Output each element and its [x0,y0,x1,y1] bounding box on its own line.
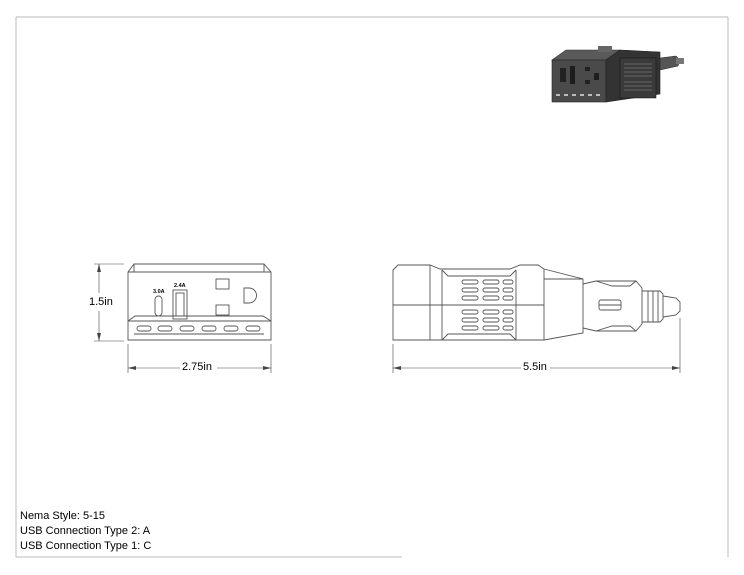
note-usb-type-2: USB Connection Type 2: A [20,525,151,537]
usb-c-port [154,295,163,317]
note-usb-type-1: USB Connection Type 1: C [20,540,152,552]
front-vent-slots [136,325,261,332]
side-view [392,264,681,341]
side-vent-slots-upper [461,279,514,301]
front-width-label: 2.75in [180,361,214,373]
usb-c-rating-label: 3.0A [153,289,165,295]
front-height-label: 1.5in [87,296,115,308]
outlet-blade-top [215,278,230,290]
front-height-dimension [94,263,124,342]
side-length-dimension [392,318,681,373]
usb-a-rating-label: 2.4A [174,283,186,289]
side-vent-slots-lower [461,309,514,331]
note-nema-style: Nema Style: 5-15 [20,510,105,522]
front-view [127,263,272,341]
side-length-label: 5.5in [521,361,549,373]
iso-view-render [551,46,684,103]
front-width-dimension [127,344,272,373]
spec-notes: Nema Style: 5-15 USB Connection Type 2: … [20,509,151,554]
outlet-blade-bottom [215,304,230,316]
usb-a-port [172,289,188,320]
outlet-ground-hole [243,287,257,304]
drawing-border [15,16,729,558]
